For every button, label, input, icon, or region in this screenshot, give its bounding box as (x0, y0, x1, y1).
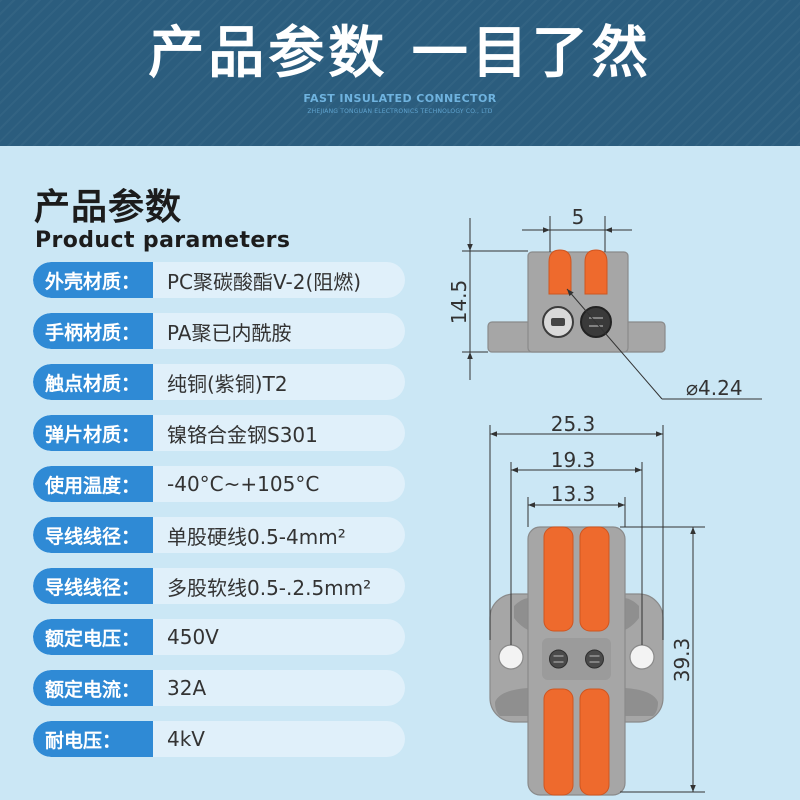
param-row-operating-temperature: 使用温度： -40°C~+105°C (33, 466, 405, 502)
param-value: 镍铬合金钢S301 (167, 422, 318, 447)
param-row-spring-material: 弹片材质： 镍铬合金钢S301 (33, 415, 405, 451)
banner-title: 产品参数 一目了然 (148, 21, 652, 86)
side-width-label: 5 (572, 205, 585, 229)
param-label: 导线线径： (33, 517, 153, 553)
param-value: 多股软线0.5-.2.5mm² (167, 575, 372, 600)
contact-hole-left (549, 649, 568, 669)
param-row-housing-material: 外壳材质： PC聚碳酸酯V-2(阻燃) (33, 262, 405, 298)
param-row-wire-gauge-solid: 导线线径： 单股硬线0.5-4mm² (33, 517, 405, 553)
param-label: 使用温度： (33, 466, 153, 502)
length-label: 39.3 (670, 638, 694, 683)
param-label: 外壳材质： (33, 262, 153, 298)
param-label: 弹片材质： (33, 415, 153, 451)
param-value: 32A (167, 676, 207, 700)
side-lever-right (584, 249, 608, 295)
top-view-drawing: 25.3 19.3 13.3 39.3 (489, 412, 705, 796)
param-label: 额定电流： (33, 670, 153, 706)
side-wire-hole-left-slot (551, 318, 565, 326)
technical-drawings: 5 14.5 ⌀4.24 (447, 205, 762, 796)
banner-subtitle: FAST INSULATED CONNECTOR (303, 92, 497, 105)
param-row-handle-material: 手柄材质： PA聚已内酰胺 (33, 313, 405, 349)
lever-bottom-left (543, 688, 574, 796)
section-title-en: Product parameters (35, 228, 291, 253)
section-title-cn: 产品参数 (34, 187, 183, 228)
param-label: 耐电压： (33, 721, 153, 757)
body-width-label: 13.3 (551, 482, 596, 506)
param-value: 单股硬线0.5-4mm² (167, 524, 346, 549)
param-value: 纯铜(紫铜)T2 (167, 371, 288, 396)
param-row-wire-gauge-stranded: 导线线径： 多股软线0.5-.2.5mm² (33, 568, 405, 604)
hole-diameter-label: ⌀4.24 (686, 376, 743, 400)
lever-top-right (579, 526, 610, 632)
side-view-drawing: 5 14.5 ⌀4.24 (447, 205, 762, 400)
side-lever-left (548, 249, 572, 295)
parameter-list: 外壳材质： PC聚碳酸酯V-2(阻燃) 手柄材质： PA聚已内酰胺 触点材质： … (33, 262, 405, 757)
hole-diameter-leader (566, 288, 663, 400)
lever-bottom-right (579, 688, 610, 796)
wing-recess-top-left (514, 598, 528, 630)
param-value: 450V (167, 625, 219, 649)
side-height-label: 14.5 (447, 280, 471, 325)
param-label: 触点材质： (33, 364, 153, 400)
contact-hole-right (585, 649, 604, 669)
hole-spacing-label: 19.3 (551, 448, 596, 472)
param-value: -40°C~+105°C (167, 472, 320, 496)
wing-recess-top-right (625, 598, 639, 630)
banner-company-name: ZHEJIANG TONGUAN ELECTRONICS TECHNOLOGY … (307, 108, 493, 115)
mounting-hole-left (498, 644, 524, 670)
param-row-withstand-voltage: 耐电压： 4kV (33, 721, 405, 757)
wing-recess-bottom-left (495, 688, 528, 716)
overall-width-label: 25.3 (551, 412, 596, 436)
param-label: 手柄材质： (33, 313, 153, 349)
param-label: 额定电压： (33, 619, 153, 655)
mounting-hole-right (629, 644, 655, 670)
param-row-rated-voltage: 额定电压： 450V (33, 619, 405, 655)
header-banner: 产品参数 一目了然 FAST INSULATED CONNECTOR ZHEJI… (0, 0, 800, 146)
param-value: 4kV (167, 727, 205, 751)
param-label: 导线线径： (33, 568, 153, 604)
param-value: PA聚已内酰胺 (167, 320, 292, 345)
wing-recess-bottom-right (625, 688, 658, 716)
lever-top-left (543, 526, 574, 632)
param-row-rated-current: 额定电流： 32A (33, 670, 405, 706)
param-row-contact-material: 触点材质： 纯铜(紫铜)T2 (33, 364, 405, 400)
contact-window (542, 638, 611, 680)
param-value: PC聚碳酸酯V-2(阻燃) (167, 269, 362, 294)
